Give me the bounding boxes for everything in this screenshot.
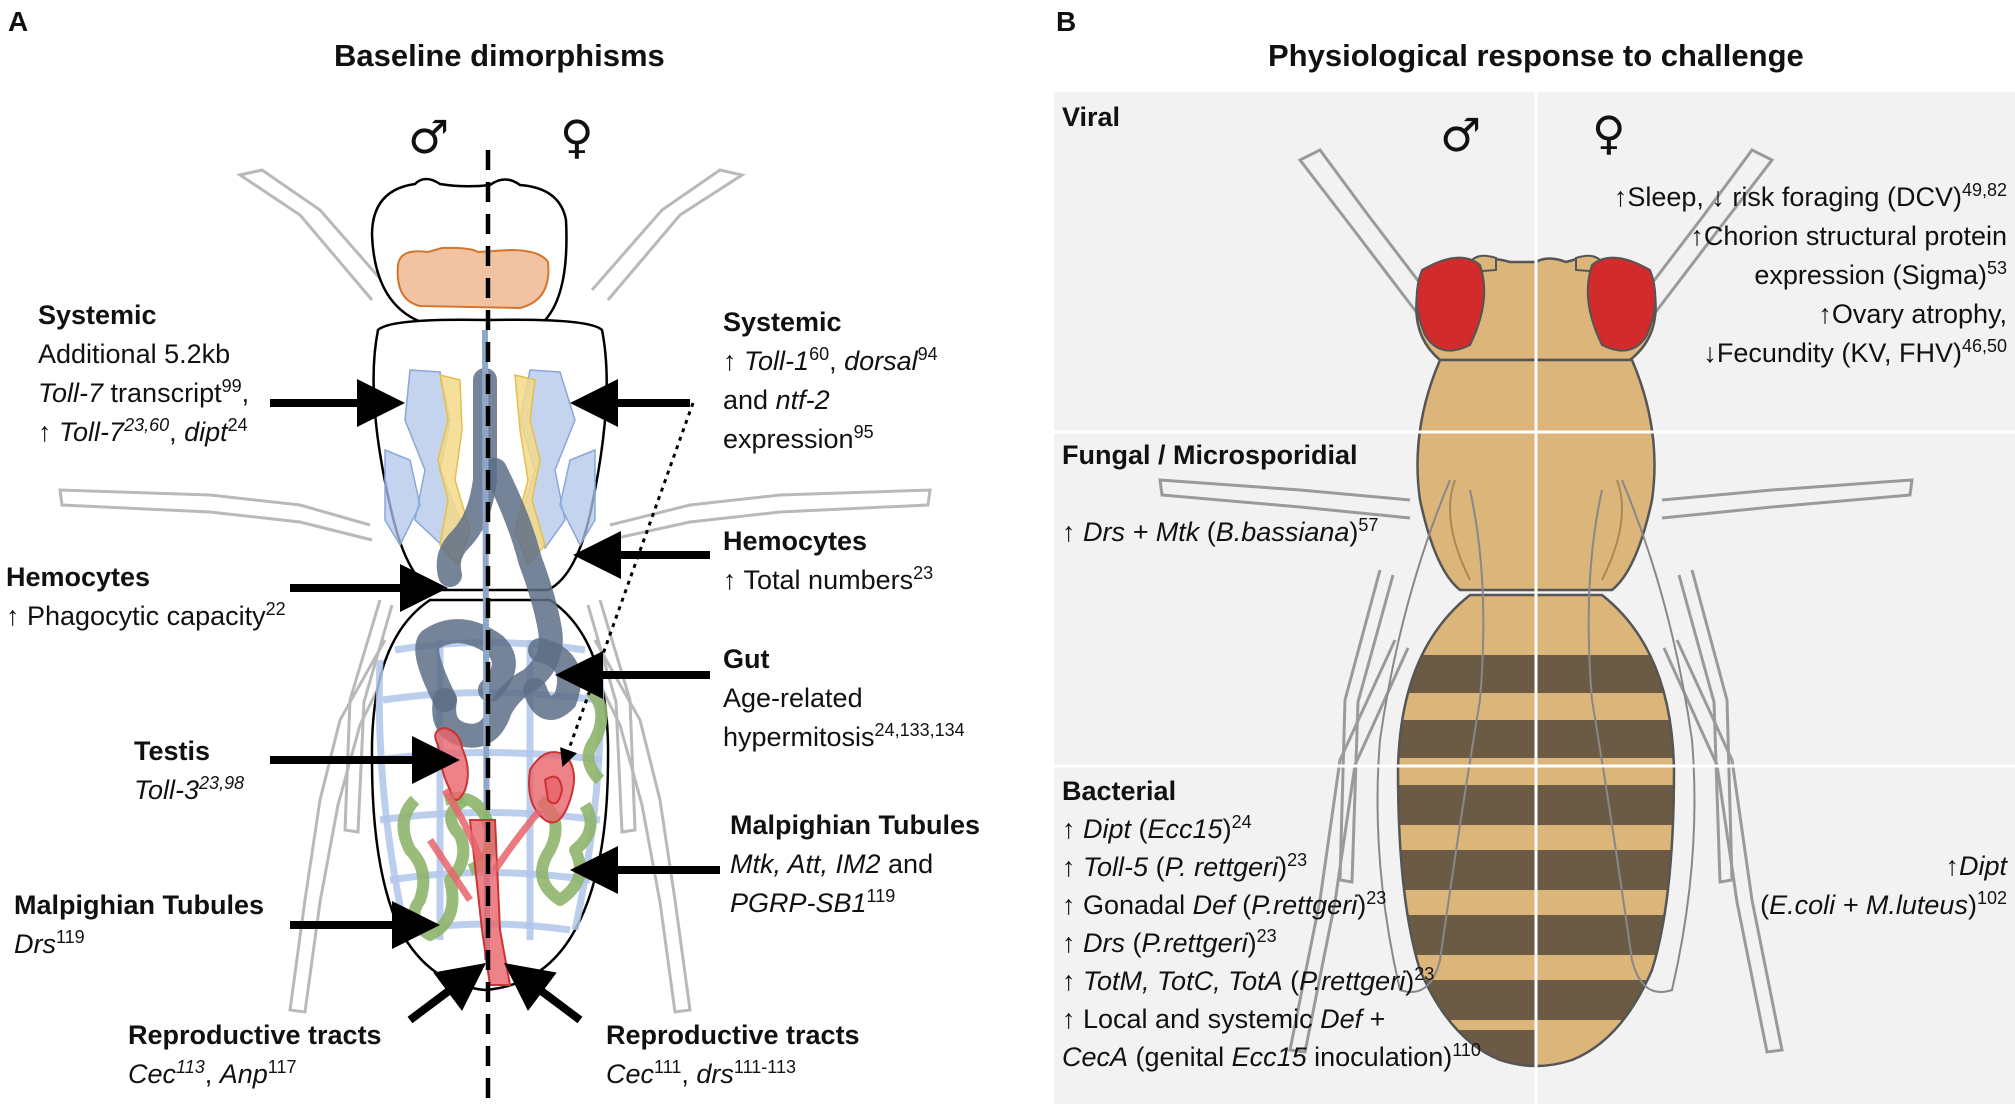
- label-heading: Hemocytes: [6, 562, 151, 592]
- label-line: PGRP-SB1119: [730, 886, 896, 918]
- label-line: Mtk, Att, IM2 and: [730, 849, 934, 879]
- label-line: ↑Dipt: [1945, 851, 2007, 881]
- panel-b-female-symbol: ♀: [1592, 106, 1626, 160]
- label-repro-female: Reproductive tracts Cec111, drs111-113: [606, 1016, 860, 1094]
- label-line: ↑ Total numbers23: [723, 563, 934, 595]
- fly-a-arrows: [270, 379, 720, 1024]
- list-item: ↑ Drs (P.rettgeri)23: [1062, 926, 1277, 958]
- label-heading: Systemic: [723, 307, 842, 337]
- label-hemocytes-male: Hemocytes ↑ Phagocytic capacity22: [6, 558, 286, 636]
- label-line: Additional 5.2kb: [38, 339, 231, 369]
- panel-b-title: Physiological response to challenge: [1268, 38, 1804, 73]
- label-line: Toll-323,98: [134, 773, 245, 805]
- label-heading: Testis: [134, 736, 211, 766]
- label-testis: Testis Toll-323,98: [134, 732, 244, 810]
- label-line: ↑ Phagocytic capacity22: [6, 599, 286, 631]
- panel-b-male-symbol: ♂: [1440, 108, 1482, 162]
- label-systemic-male: Systemic Additional 5.2kb Toll-7 transcr…: [38, 296, 249, 452]
- label-line: expression (Sigma)53: [1754, 258, 2007, 290]
- label-systemic-female: Systemic ↑ Toll-160, dorsal94 and ntf-2 …: [723, 303, 938, 459]
- section-fungal-heading: Fungal / Microsporidial: [1062, 440, 1358, 470]
- list-item: ↑ Gonadal Def (P.rettgeri)23: [1062, 888, 1387, 920]
- list-item: ↑ Local and systemic Def +: [1062, 1004, 1386, 1034]
- label-malpighian-female: Malpighian Tubules Mtk, Att, IM2 and PGR…: [730, 806, 980, 923]
- section-viral-heading: Viral: [1062, 102, 1121, 132]
- label-heading: Malpighian Tubules: [730, 810, 981, 840]
- bacterial-male-text: ↑ Dipt (Ecc15)24 ↑ Toll-5 (P. rettgeri)2…: [1062, 810, 1481, 1076]
- label-line: Drs119: [14, 927, 85, 959]
- label-line: and ntf-2: [723, 385, 830, 415]
- fly-b-abdomen-outline: [1396, 593, 1676, 1068]
- panel-b-fly: [1054, 92, 2015, 1104]
- label-heading: Reproductive tracts: [128, 1020, 382, 1050]
- fly-b-eye-right: [1586, 256, 1657, 352]
- label-hemocytes-female: Hemocytes ↑ Total numbers23: [723, 522, 933, 600]
- label-line: ↑Ovary atrophy,: [1818, 299, 2007, 329]
- label-line: ↑Chorion structural protein: [1690, 221, 2007, 251]
- viral-female-text: ↑Sleep, ↓ risk foraging (DCV)49,82 ↑Chor…: [1614, 178, 2007, 373]
- panel-a-letter: A: [8, 6, 29, 37]
- fly-b-thorax-detail: [1449, 479, 1623, 581]
- list-item: ↑ Dipt (Ecc15)24: [1062, 812, 1252, 844]
- label-heading: Reproductive tracts: [606, 1020, 860, 1050]
- label-line: ↑Sleep, ↓ risk foraging (DCV)49,82: [1613, 180, 2007, 212]
- list-item: ↑ Toll-5 (P. rettgeri)23: [1062, 850, 1308, 882]
- bacterial-female-text: ↑Dipt (E.coli + M.luteus)102: [1760, 847, 2007, 925]
- label-heading: Hemocytes: [723, 526, 868, 556]
- list-item: CecA (genital Ecc15 inoculation)110: [1062, 1040, 1481, 1072]
- fly-a-brain: [396, 246, 550, 310]
- label-line: ↑ Toll-160, dorsal94: [723, 344, 938, 376]
- label-malpighian-male: Malpighian Tubules Drs119: [14, 886, 264, 964]
- panel-a-fly-diagram: [58, 150, 932, 1100]
- label-line: (E.coli + M.luteus)102: [1760, 888, 2007, 920]
- panel-b-letter: B: [1056, 6, 1077, 37]
- label-line: ↑ Toll-723,60, dipt24: [38, 415, 248, 447]
- list-item: ↑ TotM, TotC, TotA (P.rettgeri)23: [1062, 964, 1435, 996]
- label-line: hypermitosis24,133,134: [723, 720, 965, 752]
- label-line: Cec111, drs111-113: [606, 1057, 796, 1089]
- panel-a-title: Baseline dimorphisms: [334, 38, 665, 73]
- panel-a-female-symbol: ♀: [560, 110, 594, 164]
- label-heading: Systemic: [38, 300, 157, 330]
- label-line: ↓Fecundity (KV, FHV)46,50: [1703, 336, 2007, 368]
- label-heading: Gut: [723, 644, 770, 674]
- label-line: expression95: [723, 422, 874, 454]
- section-bacterial-heading: Bacterial: [1062, 776, 1177, 806]
- label-line: Cec113, Anp117: [128, 1057, 297, 1089]
- fly-a-accessory-glands: [427, 788, 543, 902]
- label-line: Age-related: [723, 683, 863, 713]
- panel-a-male-symbol: ♂: [408, 110, 450, 164]
- fly-b-eye-left: [1415, 256, 1486, 352]
- label-gut: Gut Age-related hypermitosis24,133,134: [723, 640, 965, 757]
- fungal-male-text: ↑ Drs + Mtk (B.bassiana)57: [1062, 515, 1379, 547]
- fly-a-dotted-arrow: [560, 402, 695, 768]
- fly-b-legs: [1158, 148, 1914, 1054]
- label-repro-male: Reproductive tracts Cec113, Anp117: [128, 1016, 382, 1094]
- label-line: Toll-7 transcript99,: [38, 376, 250, 408]
- label-heading: Malpighian Tubules: [14, 890, 265, 920]
- fly-b-wings: [1376, 479, 1696, 993]
- fly-a-legs: [58, 168, 932, 1014]
